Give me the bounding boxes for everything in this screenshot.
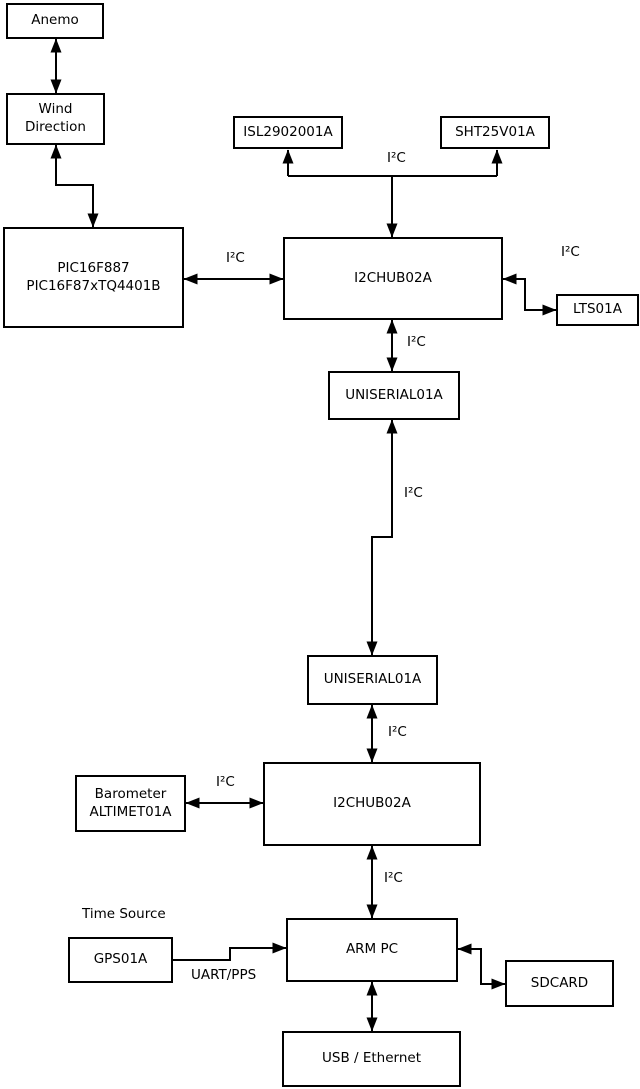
edge-label-i2c-barometer: I²C: [216, 774, 235, 790]
edge-label-i2c-uniserial-uniserial: I²C: [404, 485, 423, 501]
edge-i2chub-top-lts: [502, 273, 557, 316]
node-usb-ethernet-label: USB / Ethernet: [322, 1050, 421, 1067]
node-anemo-label: Anemo: [31, 12, 79, 29]
node-uniserial01a-bottom-label: UNISERIAL01A: [323, 671, 422, 688]
node-sdcard-label: SDCARD: [530, 974, 589, 991]
node-sdcard: SDCARD: [505, 960, 614, 1007]
node-pic16f887-label-line1: PIC16F887: [57, 259, 130, 276]
edge-uniserial-top-uniserial-bottom: [366, 419, 398, 656]
edge-label-i2c-lts: I²C: [561, 244, 580, 260]
node-lts01a: LTS01A: [556, 294, 639, 326]
edge-winddirection-pic: [50, 144, 99, 228]
node-sht25v01a-label: SHT25V01A: [455, 123, 535, 140]
node-i2chub02a-bottom: I2CHUB02A: [263, 762, 481, 846]
node-wind-direction-label-line2: Direction: [25, 119, 86, 135]
node-uniserial01a-bottom: UNISERIAL01A: [307, 655, 438, 705]
node-uniserial01a-top: UNISERIAL01A: [328, 371, 460, 420]
node-barometer-label-line1: Barometer: [94, 785, 167, 802]
edge-label-i2c-tjunction: I²C: [387, 150, 406, 166]
edge-label-i2c-i2chub-uniserial: I²C: [407, 334, 426, 350]
edge-label-i2c-i2chub-armpc: I²C: [384, 870, 403, 886]
node-barometer-altimet01a: Barometer ALTIMET01A: [75, 775, 186, 832]
node-pic16f887: PIC16F887 PIC16F87xTQ4401B: [3, 227, 184, 328]
edge-gps-armpc: [173, 942, 287, 961]
node-arm-pc-label: ARM PC: [345, 941, 399, 958]
node-i2chub02a-top: I2CHUB02A: [283, 237, 503, 320]
edge-label-i2c-uniserial-i2chub-bottom: I²C: [388, 724, 407, 740]
node-isl2902001a-label: ISL2902001A: [243, 123, 333, 140]
node-wind-direction: Wind Direction: [6, 93, 105, 145]
node-arm-pc: ARM PC: [286, 918, 458, 982]
node-sht25v01a: SHT25V01A: [440, 116, 550, 149]
node-barometer-label-line2: ALTIMET01A: [89, 803, 172, 820]
node-usb-ethernet: USB / Ethernet: [282, 1031, 461, 1087]
node-gps01a-label: GPS01A: [93, 951, 148, 968]
node-anemo: Anemo: [6, 3, 104, 39]
node-wind-direction-label-line1: Wind: [38, 101, 73, 118]
edge-label-uart-pps: UART/PPS: [191, 967, 257, 983]
edge-label-i2c-pic-i2chub: I²C: [226, 250, 245, 266]
node-gps01a: GPS01A: [68, 937, 173, 983]
node-isl2902001a: ISL2902001A: [233, 116, 343, 149]
node-pic16f887-label-line2: PIC16F87xTQ4401B: [26, 277, 161, 294]
node-lts01a-label: LTS01A: [573, 301, 622, 318]
edge-label-time-source: Time Source: [82, 906, 166, 922]
node-i2chub02a-bottom-label: I2CHUB02A: [333, 795, 411, 812]
node-uniserial01a-top-label: UNISERIAL01A: [345, 386, 443, 403]
edge-armpc-sdcard: [457, 943, 506, 990]
node-i2chub02a-top-label: I2CHUB02A: [354, 269, 432, 286]
